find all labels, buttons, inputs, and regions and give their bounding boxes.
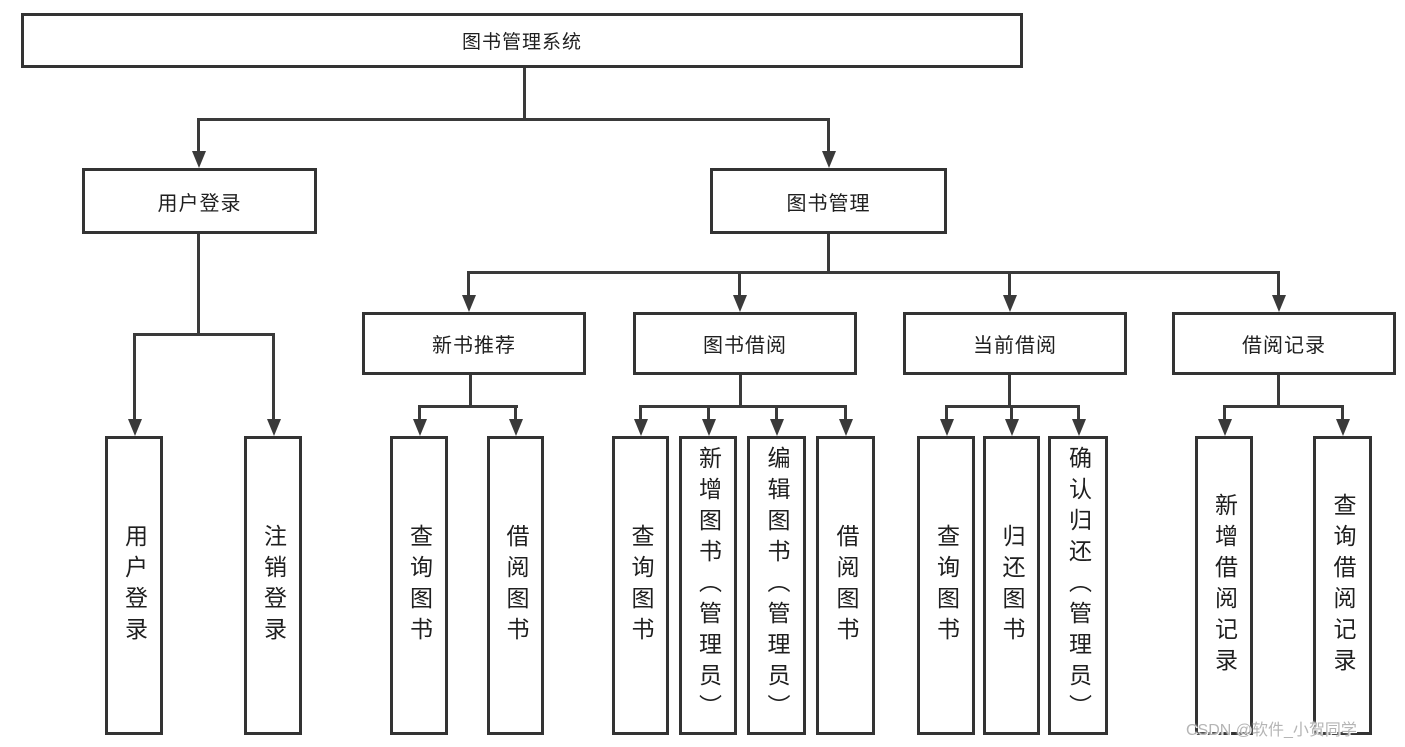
connector-stem — [469, 375, 472, 408]
leaf-label: 编辑图书（管理员） — [764, 446, 790, 725]
connector-leaf-drop — [1010, 405, 1013, 423]
leaf-label: 查询借阅记录 — [1330, 492, 1356, 679]
connector-root-stem — [523, 68, 526, 120]
leaf-edit-book-admin: 编辑图书（管理员） — [747, 436, 806, 735]
connector-user-login-stem — [197, 234, 200, 335]
leaf-label: 归还图书 — [999, 523, 1025, 648]
connector-rail — [639, 405, 847, 408]
connector-leaf-drop — [775, 405, 778, 423]
connector-stem — [1008, 375, 1011, 408]
node-new-book-recommend: 新书推荐 — [362, 312, 586, 375]
connector-level2-drop — [467, 271, 470, 297]
connector-user-login-rail — [133, 333, 275, 336]
node-user-login-group: 用户登录 — [82, 168, 317, 234]
leaf-label: 查询图书 — [933, 523, 960, 648]
leaf-label: 新增图书（管理员） — [695, 446, 722, 725]
arrow-down-icon — [267, 419, 281, 436]
arrow-down-icon — [192, 151, 206, 168]
arrow-down-icon — [1336, 419, 1350, 436]
arrow-down-icon — [702, 419, 716, 436]
connector-leaf-drop — [1223, 405, 1226, 423]
node-label: 借阅记录 — [1242, 335, 1326, 357]
connector-leaf-drop — [1077, 405, 1080, 423]
node-current-borrow: 当前借阅 — [903, 312, 1127, 375]
node-label: 图书管理系统 — [461, 32, 582, 53]
node-label: 用户登录 — [157, 192, 242, 215]
node-label: 当前借阅 — [973, 335, 1057, 357]
connector-leaf-drop — [514, 405, 517, 423]
connector-rail — [418, 405, 518, 408]
leaf-logout: 注销登录 — [244, 436, 302, 735]
connector-leaf-drop — [1341, 405, 1344, 423]
connector-user-login-drop — [197, 118, 200, 154]
leaf-return-book: 归还图书 — [983, 436, 1040, 735]
connector-leaf-drop — [133, 333, 136, 421]
connector-level2-drop — [738, 271, 741, 297]
connector-rail — [1223, 405, 1344, 408]
leaf-label: 注销登录 — [260, 523, 287, 648]
connector-book-mgmt-rail — [467, 271, 1280, 274]
leaf-add-borrow-record: 新增借阅记录 — [1195, 436, 1253, 735]
leaf-label: 新增借阅记录 — [1211, 492, 1238, 679]
node-book-borrow: 图书借阅 — [633, 312, 857, 375]
arrow-down-icon — [413, 419, 427, 436]
arrow-down-icon — [770, 419, 784, 436]
arrow-down-icon — [822, 151, 836, 168]
leaf-query-books-borrow: 查询图书 — [612, 436, 669, 735]
leaf-label: 查询图书 — [406, 523, 433, 648]
leaf-label: 借阅图书 — [833, 523, 859, 648]
node-label: 图书管理 — [786, 192, 871, 215]
connector-level2-drop — [1008, 271, 1011, 297]
node-library-system: 图书管理系统 — [21, 13, 1023, 68]
leaf-label: 用户登录 — [121, 523, 148, 648]
arrow-down-icon — [1072, 419, 1086, 436]
csdn-watermark: CSDN @软件_小贺同学 — [1186, 722, 1357, 739]
node-label: 图书借阅 — [703, 335, 787, 357]
leaf-borrow-books-recommend: 借阅图书 — [487, 436, 544, 735]
leaf-query-borrow-record: 查询借阅记录 — [1313, 436, 1372, 735]
arrow-down-icon — [839, 419, 853, 436]
connector-leaf-drop — [639, 405, 642, 423]
node-book-management: 图书管理 — [710, 168, 947, 234]
leaf-label: 借阅图书 — [503, 523, 529, 648]
leaf-label: 确认归还（管理员） — [1065, 446, 1092, 725]
connector-book-mgmt-stem — [827, 234, 830, 274]
connector-book-mgmt-drop — [827, 118, 830, 154]
arrow-down-icon — [462, 295, 476, 312]
leaf-label: 查询图书 — [628, 523, 654, 648]
connector-leaf-drop — [945, 405, 948, 423]
connector-leaf-drop — [707, 405, 710, 423]
arrow-down-icon — [634, 419, 648, 436]
connector-leaf-drop — [418, 405, 421, 423]
leaf-user-login: 用户登录 — [105, 436, 163, 735]
arrow-down-icon — [509, 419, 523, 436]
connector-stem — [739, 375, 742, 408]
arrow-down-icon — [128, 419, 142, 436]
leaf-query-books-recommend: 查询图书 — [390, 436, 448, 735]
connector-root-rail — [197, 118, 830, 121]
connector-stem — [1277, 375, 1280, 408]
node-borrow-records: 借阅记录 — [1172, 312, 1396, 375]
leaf-add-book-admin: 新增图书（管理员） — [679, 436, 737, 735]
leaf-query-books-current: 查询图书 — [917, 436, 975, 735]
connector-level2-drop — [1277, 271, 1280, 297]
connector-leaf-drop — [844, 405, 847, 423]
arrow-down-icon — [733, 295, 747, 312]
arrow-down-icon — [1272, 295, 1286, 312]
node-label: 新书推荐 — [432, 335, 516, 357]
arrow-down-icon — [1005, 419, 1019, 436]
connector-leaf-drop — [272, 333, 275, 421]
arrow-down-icon — [1218, 419, 1232, 436]
leaf-borrow-books: 借阅图书 — [816, 436, 875, 735]
arrow-down-icon — [940, 419, 954, 436]
arrow-down-icon — [1003, 295, 1017, 312]
leaf-confirm-return-admin: 确认归还（管理员） — [1048, 436, 1108, 735]
